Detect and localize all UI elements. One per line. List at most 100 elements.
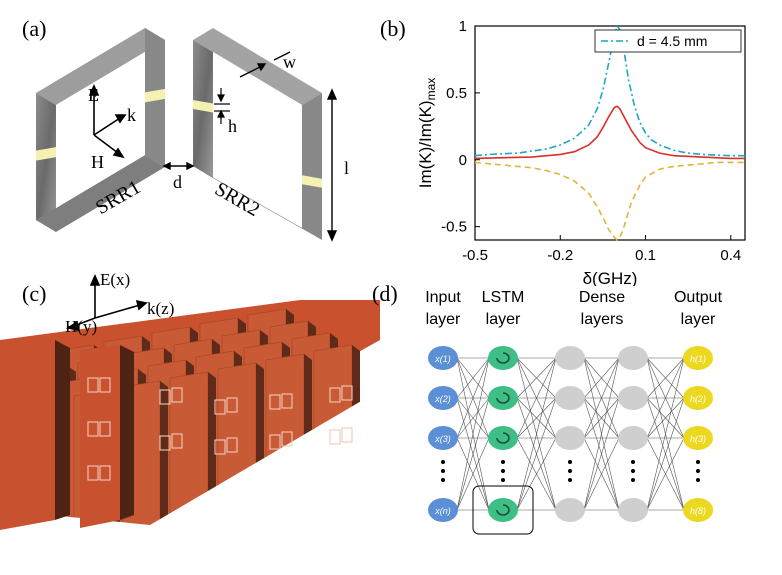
- panel-b-label: (b): [380, 16, 406, 41]
- array-front-edge: [120, 345, 134, 520]
- dim-l-label: l: [344, 158, 350, 178]
- nn-connection: [456, 357, 490, 511]
- y-tick-label: 0.5: [446, 85, 467, 102]
- srr-cell: [159, 389, 171, 405]
- ellipsis-dot: [696, 469, 700, 473]
- nn-node: [618, 426, 648, 450]
- srr-cell: [87, 465, 99, 481]
- array-front-edge: [55, 340, 70, 520]
- ellipsis-dot: [568, 460, 572, 464]
- axis-e-label: E: [88, 85, 99, 105]
- output-node-label: h(2): [690, 394, 706, 404]
- nn-connection: [456, 397, 490, 439]
- panel-a-label: (a): [22, 16, 47, 41]
- nn-node: [488, 346, 518, 370]
- c-axis-e-label: E(x): [100, 270, 131, 289]
- nn-node: [428, 346, 458, 370]
- srr-cell: [171, 387, 183, 403]
- srr-cell: [159, 435, 171, 451]
- output-node-label: h(8): [690, 506, 706, 516]
- nn-node: [488, 426, 518, 450]
- ellipsis-dot: [696, 478, 700, 482]
- nn-connection: [646, 357, 685, 399]
- recurrent-loop-icon: [496, 504, 510, 516]
- ellipsis-dot: [441, 478, 445, 482]
- ellipsis-dot: [441, 469, 445, 473]
- nn-node: [555, 498, 585, 522]
- layer-label: layers: [581, 311, 624, 328]
- x-tick-label: -0.2: [547, 247, 573, 264]
- x-tick-label: 0.4: [720, 247, 741, 264]
- l-dimension: [326, 88, 338, 242]
- srr-cell: [214, 399, 226, 415]
- srr-cell: [99, 465, 111, 481]
- nn-connection: [583, 437, 620, 511]
- ellipsis-dot: [501, 460, 505, 464]
- layer-label: layer: [681, 311, 716, 328]
- input-node-label: x(2): [434, 394, 451, 404]
- output-node-label: h(3): [690, 434, 706, 444]
- input-node-label: x(n): [434, 506, 451, 516]
- legend-box: [594, 29, 742, 53]
- legend-entry: d = 4.5 mm: [637, 33, 707, 49]
- h-dimension: [214, 88, 230, 124]
- array-axes: [65, 274, 148, 332]
- nn-node: [555, 426, 585, 450]
- array-front-panel: [0, 340, 55, 530]
- srr-cell: [214, 439, 226, 455]
- nn-connection: [456, 437, 490, 511]
- nn-connection: [516, 397, 557, 439]
- nn-connection: [456, 357, 490, 439]
- nn-connection: [646, 357, 685, 511]
- nn-connection: [516, 357, 557, 439]
- nn-connection: [646, 437, 685, 511]
- nn-node: [555, 386, 585, 410]
- srr-cell: [269, 394, 281, 410]
- nn-connection: [516, 397, 557, 511]
- layer-label: layer: [426, 311, 461, 328]
- srr-cell: [341, 427, 353, 443]
- nn-node: [683, 346, 713, 370]
- dim-w-label: w: [283, 52, 296, 72]
- x-tick-label: 0.1: [635, 247, 656, 264]
- nn-connection: [646, 397, 685, 511]
- w-dimension: [239, 51, 291, 78]
- nn-node: [555, 346, 585, 370]
- y-tick-label: -0.5: [441, 219, 467, 236]
- srr-cell: [329, 429, 341, 445]
- layer-label: Output: [674, 290, 723, 306]
- ellipsis-dot: [631, 469, 635, 473]
- nn-connection: [516, 357, 557, 511]
- field-axes: [88, 84, 127, 159]
- nn-connection: [583, 357, 620, 399]
- neural-network-diagram: InputlayerLSTMlayerDenselayersOutputlaye…: [425, 290, 723, 535]
- y-tick-label: 1: [459, 18, 467, 35]
- nn-node: [618, 498, 648, 522]
- recurrent-loop-icon: [496, 392, 510, 404]
- nn-connection: [516, 357, 557, 399]
- layer-label: Dense: [579, 290, 625, 306]
- axis-h-label: H: [91, 152, 104, 172]
- srr-cell: [281, 393, 293, 409]
- srr-cell: [99, 421, 111, 437]
- x-axis-label: δ(GHz): [583, 269, 638, 286]
- srr-cell: [99, 377, 111, 393]
- y-axis-label: Im(K)/Im(K)max: [416, 78, 438, 189]
- srr-cell: [269, 434, 281, 450]
- array-panel-shadow: [160, 381, 168, 547]
- c-axis-k-label: k(z): [147, 299, 175, 318]
- nn-connection: [583, 357, 620, 439]
- ellipsis-dot: [568, 478, 572, 482]
- nn-node: [428, 426, 458, 450]
- ellipsis-dot: [631, 478, 635, 482]
- axis-k-label: k: [127, 105, 136, 125]
- srr-figure: [36, 28, 338, 242]
- dim-h-label: h: [228, 116, 237, 136]
- srr-cell: [87, 377, 99, 393]
- nn-node: [428, 386, 458, 410]
- c-axis-h-label: H(y): [65, 317, 98, 336]
- srr2-ring: [193, 28, 322, 240]
- dim-d-label: d: [173, 172, 182, 192]
- nn-connection: [583, 357, 620, 511]
